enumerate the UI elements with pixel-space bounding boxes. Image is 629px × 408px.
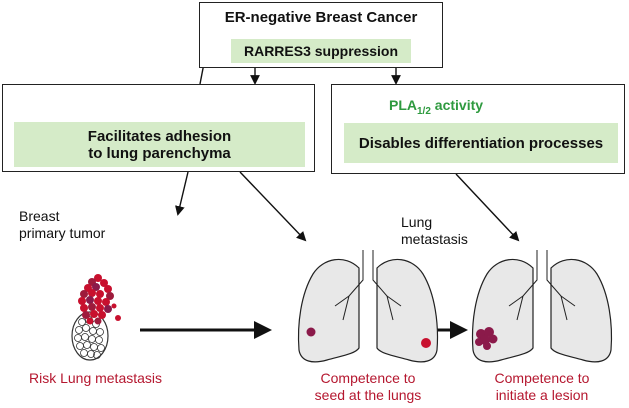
left-box-label: Facilitates adhesion to lung parenchyma	[14, 122, 305, 167]
lungs-lesion-illustration	[471, 250, 613, 363]
top-box-subtitle: RARRES3 suppression	[231, 39, 411, 63]
breast-label-line2: primary tumor	[19, 225, 106, 241]
left-box-line1: Facilitates adhesion	[87, 127, 232, 145]
left-box-line2: to lung parenchyma	[88, 144, 231, 162]
caption-seed-line1: Competence to	[320, 370, 416, 386]
pla-subscript: 1/2	[417, 105, 431, 117]
top-box-title: ER-negative Breast Cancer	[224, 9, 418, 26]
caption-lesion: Competence to initiate a lesion	[462, 370, 622, 404]
caption-risk: Risk Lung metastasis	[28, 370, 163, 386]
breast-tumor-illustration	[71, 274, 121, 361]
right-lung	[376, 258, 439, 363]
arrow-left-to-breast	[175, 171, 189, 216]
left-box: Facilitates adhesion to lung parenchyma	[2, 84, 315, 172]
arrow-seed-to-lesion-head	[450, 321, 468, 339]
left-lung	[297, 258, 360, 363]
pla-activity: PLA1/2 activity	[389, 97, 483, 117]
arrow-right-to-lesion	[455, 173, 520, 242]
right-box: PLA1/2 activity Disables differentiation…	[331, 84, 625, 174]
arrow-tumor-to-seed-head	[254, 321, 272, 339]
trachea-bronchi	[508, 250, 576, 321]
seed-cell-left	[306, 327, 316, 337]
caption-lesion-line1: Competence to	[494, 370, 590, 386]
right-lung	[550, 258, 613, 363]
caption-seed: Competence to seed at the lungs	[288, 370, 448, 404]
lungs-seed-illustration	[297, 250, 439, 363]
left-lung	[471, 258, 534, 363]
breast-label: Breast primary tumor	[19, 208, 105, 242]
seed-cell-right	[421, 338, 431, 348]
top-box: ER-negative Breast Cancer RARRES3 suppre…	[199, 2, 443, 68]
lung-label-line2: metastasis	[401, 231, 468, 247]
pla-suffix: activity	[430, 97, 484, 113]
right-box-label: Disables differentiation processes	[344, 123, 618, 163]
caption-lesion-line2: initiate a lesion	[495, 387, 589, 403]
trachea-bronchi	[334, 250, 402, 321]
pla-prefix: PLA	[389, 97, 417, 113]
arrow-left-to-seed	[239, 171, 307, 242]
lung-label: Lung metastasis	[401, 214, 468, 248]
caption-seed-line2: seed at the lungs	[314, 387, 422, 403]
breast-label-line1: Breast	[19, 208, 60, 224]
lung-label-line1: Lung	[401, 214, 433, 230]
lesion-cluster	[475, 327, 498, 350]
tumor-cluster	[78, 274, 121, 325]
